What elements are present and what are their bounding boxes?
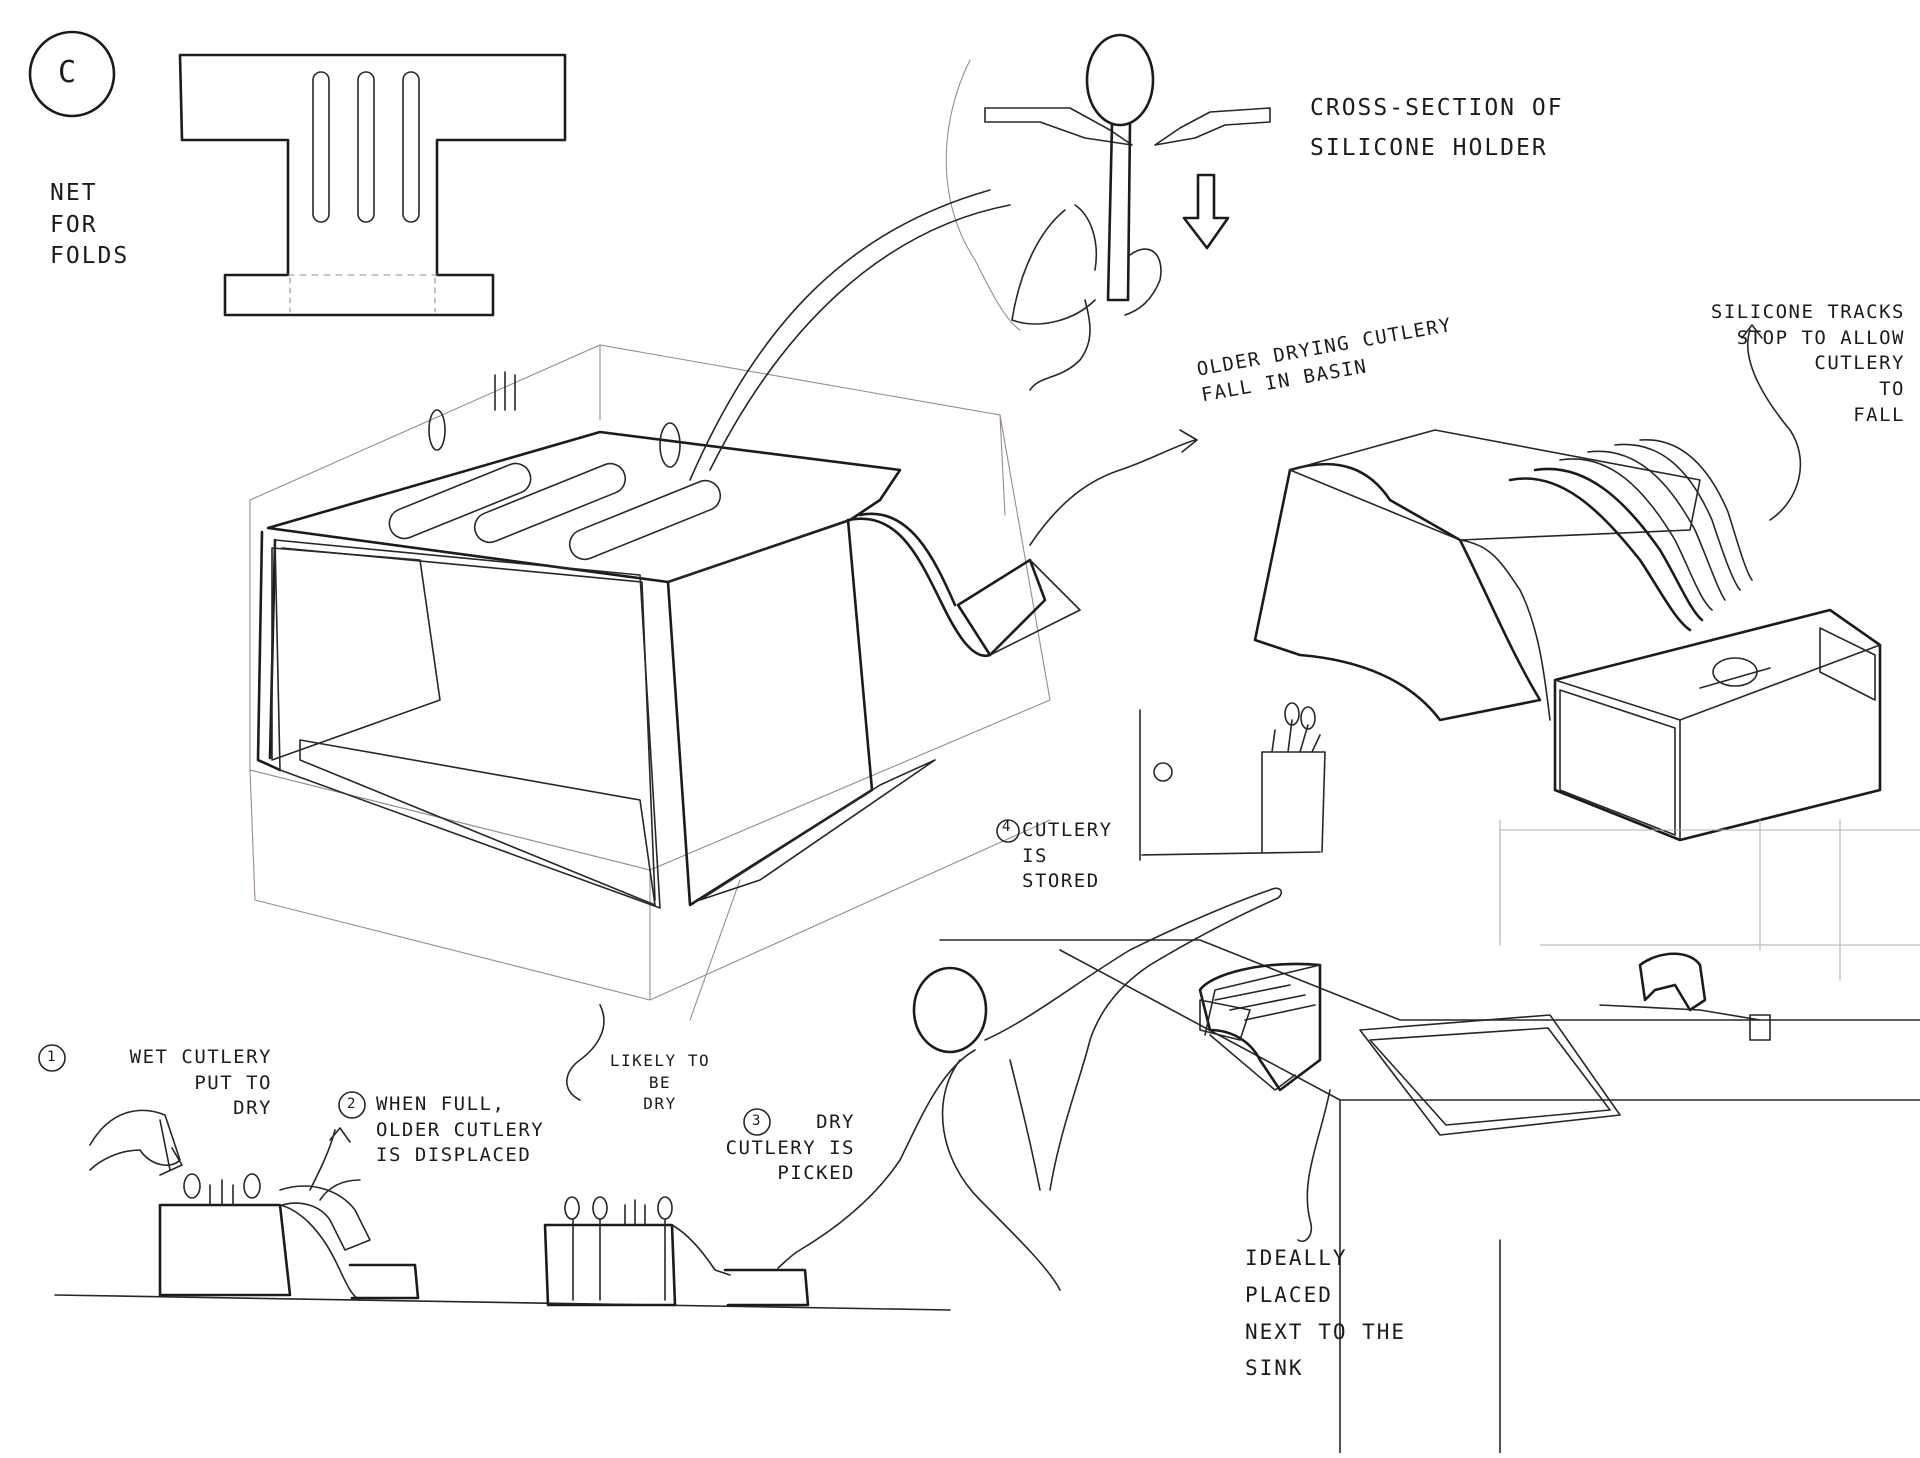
section-marker: C (58, 55, 79, 90)
cutlery-stored-sketch (996, 702, 1326, 861)
likely-dry-label: LIKELY TO BE DRY (609, 1051, 711, 1114)
ideally-placed-label: IDEALLY PLACED NEXT TO THE SINK (1245, 1246, 1407, 1381)
step3-number: 3 (752, 1113, 762, 1129)
cross-section-sketch (945, 33, 1271, 391)
silicone-tracks-label: SILICONE TRACKS STOP TO ALLOW CUTLERY TO… (1710, 301, 1905, 426)
step4-number: 4 (1002, 819, 1012, 835)
kitchen-scene-sketch (777, 829, 1920, 1454)
when-full-label: WHEN FULL, OLDER CUTLERY IS DISPLACED (376, 1093, 545, 1167)
step-sequence-sketch (38, 1004, 951, 1311)
cross-section-label: CROSS-SECTION OF SILICONE HOLDER (1310, 95, 1564, 162)
net-for-folds-sketch (178, 53, 567, 317)
cutlery-stored-label: CUTLERY IS STORED (1022, 819, 1113, 893)
step1-number: 1 (47, 1049, 57, 1065)
silicone-tracks-sketch (1253, 324, 1882, 981)
section-marker-circle (28, 30, 116, 118)
wet-cutlery-label: WET CUTLERY PUT TO DRY (129, 1046, 272, 1120)
step2-number: 2 (347, 1096, 357, 1112)
main-perspective-sketch (249, 189, 1198, 1021)
net-for-folds-label: NET FOR FOLDS (50, 180, 130, 270)
dry-picked-label: DRY CUTLERY IS PICKED (725, 1111, 855, 1185)
